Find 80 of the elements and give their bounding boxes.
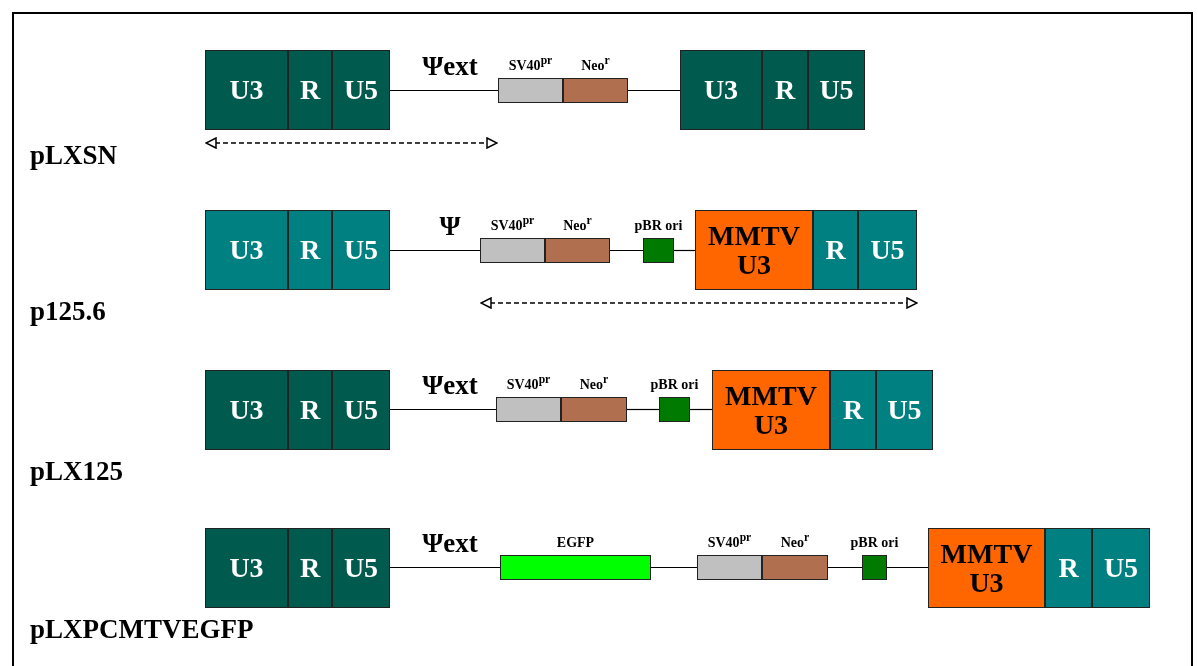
segment-label: R (299, 235, 321, 265)
segment-label: U5 (343, 235, 379, 265)
mmtv-u3-segment (695, 210, 813, 290)
connector-line (609, 249, 644, 252)
element-label: Neo$^{r}$ (563, 214, 592, 234)
segment-label: MMTV U3 (724, 380, 818, 440)
segment-label: R (299, 553, 321, 583)
vector-name: pLX125 (30, 456, 124, 487)
element-label: SV40$^{pr}$ (508, 54, 553, 74)
r-segment (288, 50, 332, 130)
u3-segment (205, 210, 288, 290)
u5-segment (332, 210, 390, 290)
element-label: Neo$^{r}$ (579, 373, 609, 393)
r-segment (288, 528, 332, 608)
connector-line (389, 89, 499, 92)
connector-line (389, 408, 497, 411)
vector-name: p125.6 (30, 296, 106, 327)
element-label: EGFP (556, 535, 595, 551)
element-label: SV40$^{pr}$ (707, 531, 752, 551)
connector-line (886, 566, 929, 569)
element-label: pBR ori (634, 218, 683, 234)
u5-segment (1092, 528, 1150, 608)
element-label: SV40$^{pr}$ (490, 214, 535, 234)
edge-label: Ψext (422, 371, 478, 399)
segment-label: U5 (343, 553, 379, 583)
segment-label: MMTV U3 (707, 220, 801, 280)
segment-label: R (825, 235, 846, 265)
segment-label: U5 (870, 235, 905, 265)
edge-label: Ψ (439, 212, 461, 240)
segment-label: MMTV U3 (939, 538, 1034, 598)
u3-segment (205, 370, 288, 450)
element-label: pBR ori (850, 535, 899, 551)
vector-name: pLXSN (30, 140, 118, 171)
segment-label: R (299, 75, 321, 105)
u3-segment (205, 528, 288, 608)
element-label: pBR ori (650, 377, 699, 393)
connector-line (689, 408, 713, 411)
segment-label: U3 (229, 553, 264, 583)
segment-label: R (1058, 553, 1079, 583)
u5-segment (876, 370, 933, 450)
mmtv-u3-segment (928, 528, 1045, 608)
segment-label: U3 (229, 75, 264, 105)
r-segment (288, 370, 332, 450)
element-label: Neo$^{r}$ (780, 531, 810, 551)
r-segment (813, 210, 858, 290)
segment-label: U3 (229, 395, 264, 425)
element-label: Neo$^{r}$ (581, 54, 610, 74)
segment-label: U5 (819, 75, 854, 105)
segment-label: U5 (343, 395, 379, 425)
connector-line (389, 249, 481, 252)
segment-label: R (842, 395, 864, 425)
r-segment (1045, 528, 1092, 608)
r-segment (762, 50, 808, 130)
edge-label: Ψext (422, 529, 478, 557)
segment-label: R (774, 75, 796, 105)
connector-line (673, 249, 696, 252)
element-label: SV40$^{pr}$ (506, 373, 551, 393)
connector-line (626, 408, 660, 411)
segment-label: U3 (703, 75, 739, 105)
r-segment (288, 210, 332, 290)
connector-line (827, 566, 863, 569)
segment-label: U3 (229, 235, 264, 265)
segment-label: U5 (343, 75, 379, 105)
u5-segment (808, 50, 865, 130)
u3-segment (205, 50, 288, 130)
u5-segment (332, 370, 390, 450)
r-segment (830, 370, 876, 450)
edge-label: Ψext (422, 52, 478, 80)
u5-segment (858, 210, 917, 290)
u3-segment (680, 50, 762, 130)
segment-label: U5 (1103, 553, 1139, 583)
connector-line (627, 89, 681, 92)
connector-line (650, 566, 698, 569)
connector-line (389, 566, 501, 569)
vector-name: pLXPCMTVEGFP (30, 614, 254, 645)
mmtv-u3-segment (712, 370, 830, 450)
segment-label: R (299, 395, 321, 425)
u5-segment (332, 528, 390, 608)
segment-label: U5 (887, 395, 922, 425)
u5-segment (332, 50, 390, 130)
